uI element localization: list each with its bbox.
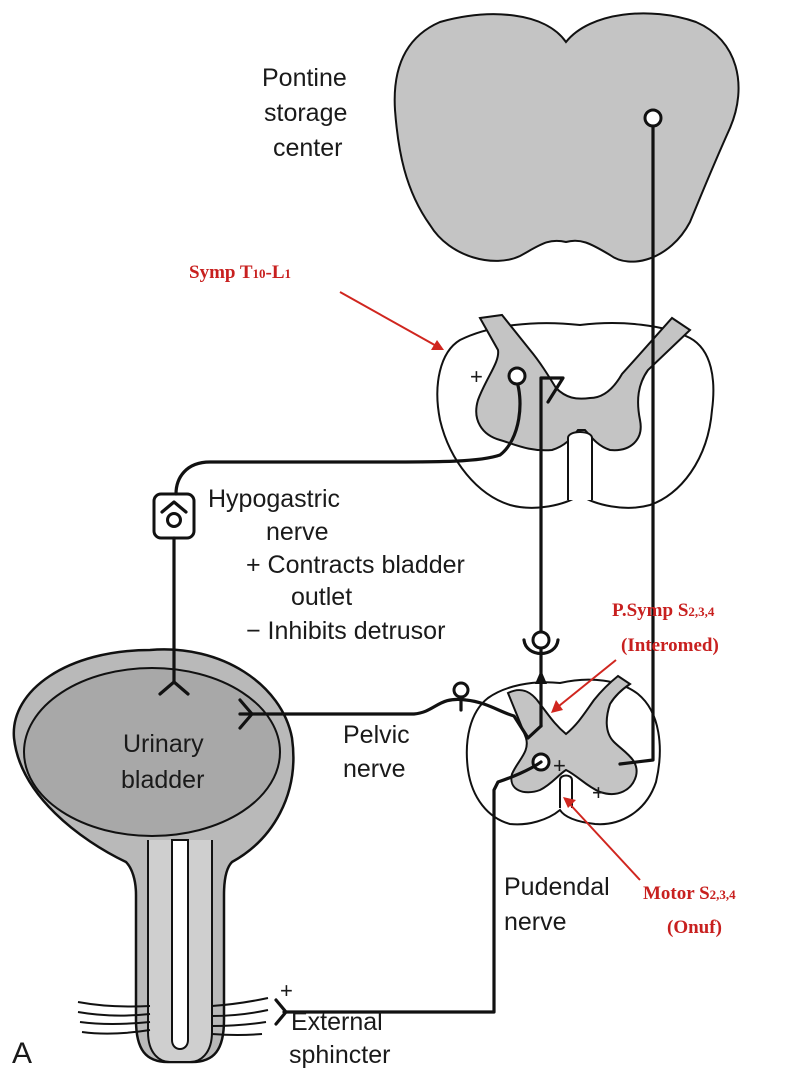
contracts-outlet-label: + Contracts bladder outlet (246, 551, 472, 611)
sacral-plus-sign-2: + (592, 780, 605, 805)
pelvic-line-2: nerve (343, 755, 406, 783)
thoracolumbar-neuron-cell (509, 368, 525, 384)
contracts-line-2: outlet (291, 583, 352, 611)
pontine-line-1: Pontine (262, 64, 347, 92)
hypogastric-line-1: Hypogastric (208, 485, 340, 513)
symp-annotation-arrow (340, 292, 440, 348)
pudendal-nerve-label: Pudendal nerve (504, 873, 617, 936)
external-line-1: External (291, 1008, 383, 1036)
pudendal-line-2: nerve (504, 908, 567, 936)
thoracolumbar-ventral-fissure (568, 432, 592, 500)
psymp-sub: 2,3,4 (688, 604, 715, 619)
pelvic-line-1: Pelvic (343, 721, 410, 749)
symp-dash: -L (266, 262, 285, 283)
motor-sub: 2,3,4 (710, 887, 737, 902)
hypogastric-line-2: nerve (266, 518, 329, 546)
external-line-2: sphincter (289, 1041, 390, 1069)
panel-letter: A (12, 1037, 32, 1070)
motor-annotation-label-2: (Onuf) (667, 917, 722, 938)
ascending-pathway-arrowhead (535, 670, 547, 684)
motor-main: Motor S (643, 883, 710, 904)
pelvic-ganglion-cell (454, 683, 468, 697)
external-sphincter-label: External sphincter (289, 1008, 390, 1069)
urinary-line-1: Urinary (123, 730, 204, 758)
symp-annotation-label: Symp T10-L1 (189, 262, 291, 283)
contracts-line-1: + Contracts bladder (246, 551, 465, 579)
motor-annotation-label-1: Motor S2,3,4 (643, 883, 736, 904)
symp-sub-2: 1 (285, 266, 292, 281)
hypogastric-nerve-label: Hypogastric nerve (208, 485, 347, 546)
pudendal-line-1: Pudendal (504, 873, 610, 901)
pudendal-terminal-fork (276, 1000, 286, 1024)
sacral-interneuron-cell (533, 632, 549, 648)
urethra-lumen (172, 840, 188, 1049)
psymp-annotation-label-2: (Interomed) (621, 635, 719, 656)
urinary-line-2: bladder (121, 766, 204, 794)
pontine-brainstem-section (395, 13, 739, 261)
sacral-plus-sign-1: + (553, 753, 566, 778)
pontine-neuron-cell (645, 110, 661, 126)
pontine-line-2: storage (264, 99, 347, 127)
pelvic-nerve-label: Pelvic nerve (343, 721, 417, 783)
symp-main: Symp T (189, 262, 253, 283)
hypogastric-ganglion-cell (168, 514, 181, 527)
psymp-main: P.Symp S (612, 600, 688, 621)
inhibits-detrusor-label: − Inhibits detrusor (246, 617, 445, 645)
symp-sub-1: 10 (253, 266, 266, 281)
psymp-annotation-label-1: P.Symp S2,3,4 (612, 600, 715, 621)
pontine-storage-center-label: Pontine storage center (262, 64, 354, 162)
sphincter-plus-sign: + (280, 978, 293, 1003)
pontine-line-3: center (273, 134, 342, 162)
thoracolumbar-plus-sign: + (470, 364, 483, 389)
